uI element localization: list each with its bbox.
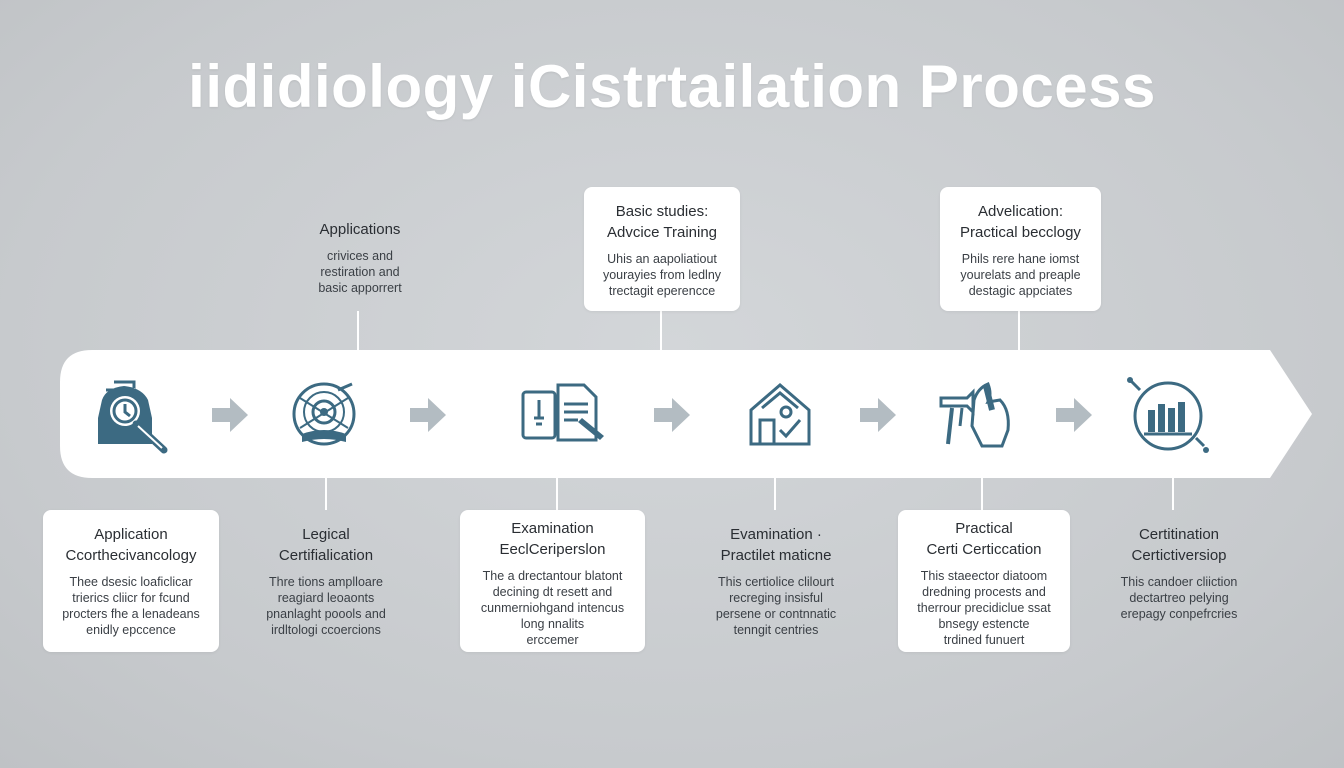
chevron-right-icon	[860, 398, 896, 432]
connector-top-3	[1018, 311, 1020, 350]
chevron-right-icon	[654, 398, 690, 432]
callout-text: reagiard leoaonts	[277, 591, 375, 605]
callout-text: The a drectantour blatont	[482, 569, 623, 583]
callout-text: erccemer	[526, 633, 579, 647]
callout-text: trectagit eperencce	[608, 284, 716, 298]
top-callout-1: Applications crivices and restiration an…	[282, 205, 438, 308]
callout-text: This certiolice clilourt	[717, 575, 834, 589]
callout-text: trdined funuert	[943, 633, 1025, 647]
callout-text: pnanlaght poools and	[266, 607, 386, 621]
callout-text: crivices and	[327, 249, 393, 263]
callout-title: Applications	[319, 221, 401, 238]
bottom-callout-3: Examination EeclCeriperslon The a drecta…	[460, 510, 645, 652]
connector-bottom-4	[774, 478, 776, 510]
callout-title: Examination	[511, 520, 594, 537]
connector-top-2	[660, 311, 662, 350]
bottom-callout-6: Certitination Certictiversiop This cando…	[1094, 510, 1264, 634]
connector-bottom-2	[325, 478, 327, 510]
callout-text: Phils rere hane iomst	[961, 252, 1080, 266]
callout-text: tenngit centries	[733, 623, 819, 637]
callout-text: Thee dsesic loaficlicar	[69, 575, 193, 589]
callout-text: irdltologi ccoercions	[271, 623, 381, 637]
callout-text: This candoer cliiction	[1120, 575, 1238, 589]
callout-text: destagic appciates	[968, 284, 1073, 298]
callout-title: EeclCeriperslon	[499, 541, 606, 558]
callout-text: dredning procests and	[922, 585, 1046, 599]
callout-text: dectartreo pelying	[1129, 591, 1229, 605]
callout-title: Advcice Training	[606, 224, 718, 241]
gear-magnifier-icon	[98, 380, 168, 454]
callout-title: Certictiversiop	[1131, 547, 1227, 564]
callout-title: Evamination ·	[730, 526, 822, 543]
callout-text: long nnalits	[520, 617, 585, 631]
bottom-callout-4: Evamination · Practilet maticne This cer…	[690, 510, 862, 650]
callout-title: Practical becclogy	[960, 224, 1081, 241]
callout-title: Practilet maticne	[720, 547, 832, 564]
callout-text: basic apporrert	[318, 281, 402, 295]
chevron-right-icon	[1056, 398, 1092, 432]
connector-bottom-6	[1172, 478, 1174, 510]
callout-title: Certi Certiccation	[926, 541, 1042, 558]
callout-text: recreging insisful	[729, 591, 823, 605]
chart-circle-icon	[1127, 377, 1209, 453]
callout-text: yourelats and preaple	[960, 268, 1081, 282]
chevron-right-icon	[410, 398, 446, 432]
page-title: iididiology iCistrtailation Process	[188, 53, 1156, 120]
top-callout-3: Advelication: Practical becclogy Phils r…	[940, 187, 1101, 311]
callout-text: trierics cliicr for fcund	[72, 591, 190, 605]
hand-tool-icon	[939, 382, 1010, 448]
callout-text: bnsegy estencte	[938, 617, 1030, 631]
callout-text: enidly epccence	[86, 623, 176, 637]
document-pen-icon	[521, 383, 604, 442]
bottom-callout-1: Application Ccorthecivancology Thee dses…	[43, 510, 219, 652]
connector-bottom-5	[981, 478, 983, 510]
callout-title: Certitination	[1138, 526, 1220, 543]
callout-title: Basic studies:	[615, 203, 709, 220]
callout-title: Practical	[955, 520, 1013, 537]
callout-text: Uhis an aapoliatiout	[607, 252, 717, 266]
callout-text: erepagy conpefrcries	[1120, 607, 1238, 621]
callout-text: yourayies from ledlny	[602, 268, 722, 282]
bottom-callout-2: Legical Certifialication Thre tions ampl…	[240, 510, 412, 650]
callout-text: persene or contnnatic	[715, 607, 837, 621]
callout-text: procters fhe a lenadeans	[62, 607, 200, 621]
callout-title: Application	[94, 526, 168, 543]
callout-text: This staeector diatoom	[920, 569, 1048, 583]
house-check-icon	[749, 383, 811, 446]
connector-bottom-3	[556, 478, 558, 510]
callout-title: Legical	[302, 526, 350, 543]
callout-title: Advelication:	[977, 203, 1064, 220]
top-callout-2: Basic studies: Advcice Training Uhis an …	[584, 187, 740, 311]
callout-text: therrour precidiclue ssat	[917, 601, 1051, 615]
callout-text: restiration and	[320, 265, 400, 279]
callout-text: Thre tions amplloare	[269, 575, 383, 589]
target-wheel-icon	[292, 382, 356, 446]
callout-title: Certifialication	[278, 547, 374, 564]
callout-title: Ccorthecivancology	[65, 547, 197, 564]
connector-top-1	[357, 311, 359, 350]
chevron-right-icon	[212, 398, 248, 432]
bottom-callout-5: Practical Certi Certiccation This staeec…	[898, 510, 1070, 652]
callout-text: decining dt resett and	[492, 585, 613, 599]
callout-text: cunmerniohgand intencus	[480, 601, 625, 615]
